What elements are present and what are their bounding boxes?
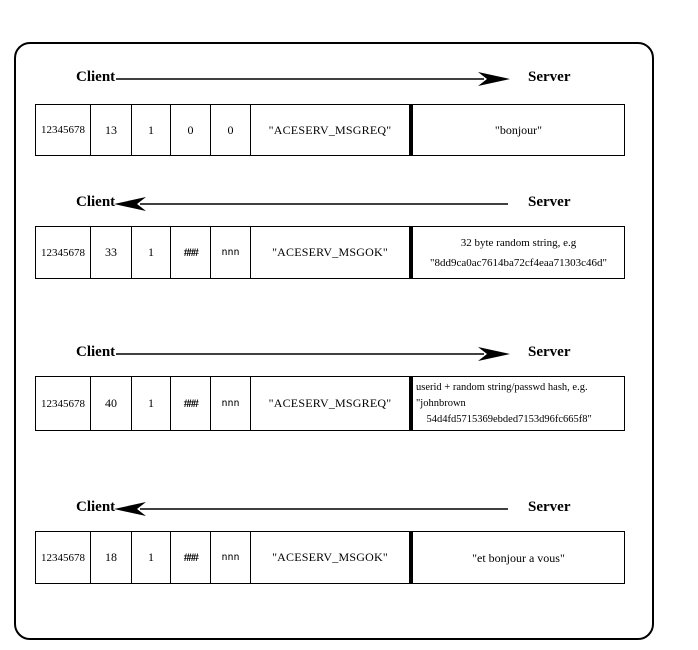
field-magic: 12345678 bbox=[36, 227, 91, 278]
field-msgtype: "ACESERV_MSGOK" bbox=[272, 550, 388, 564]
field-version: 1 bbox=[132, 227, 171, 278]
direction-row-4: Client Server bbox=[0, 499, 698, 519]
message-table-1: 12345678 13 1 0 0 "ACESERV_MSGREQ" "bonj… bbox=[35, 104, 625, 156]
field-arg2: nnn bbox=[211, 227, 251, 278]
field-payload: "et bonjour a vous" bbox=[409, 532, 624, 583]
field-length: 40 bbox=[91, 377, 132, 430]
field-msgtype: "ACESERV_MSGOK" bbox=[272, 245, 388, 259]
message-table-4: 12345678 18 1 ### nnn "ACESERV_MSGOK" "e… bbox=[35, 531, 625, 584]
arrow-left-icon bbox=[114, 197, 508, 211]
field-magic: 12345678 bbox=[36, 105, 91, 155]
client-label: Client bbox=[76, 499, 116, 515]
field-length: 18 bbox=[91, 532, 132, 583]
payload-line: "johnbrown bbox=[416, 397, 466, 409]
field-version: 1 bbox=[132, 377, 171, 430]
server-label: Server bbox=[528, 69, 571, 85]
payload-line: 54d4fd5715369ebded7153d96fc665f8" bbox=[416, 413, 592, 425]
payload-line: "et bonjour a vous" bbox=[472, 550, 565, 565]
field-version: 1 bbox=[132, 532, 171, 583]
arrow-right-icon bbox=[116, 347, 510, 361]
payload-line: 32 byte random string, e.g bbox=[460, 236, 577, 249]
field-payload: userid + random string/passwd hash, e.g.… bbox=[409, 377, 624, 430]
client-label: Client bbox=[76, 194, 116, 210]
field-msgtype: "ACESERV_MSGREQ" bbox=[268, 122, 392, 137]
server-label: Server bbox=[528, 499, 571, 515]
server-label: Server bbox=[528, 344, 571, 360]
direction-row-3: Client Server bbox=[0, 344, 698, 364]
field-arg2: nnn bbox=[211, 377, 251, 430]
payload-line: userid + random string/passwd hash, e.g. bbox=[416, 381, 588, 393]
field-payload: 32 byte random string, e.g "8dd9ca0ac761… bbox=[409, 227, 624, 278]
direction-row-1: Client Server bbox=[0, 69, 698, 89]
server-label: Server bbox=[528, 194, 571, 210]
message-table-2: 12345678 33 1 ### nnn "ACESERV_MSGOK" 32… bbox=[35, 226, 625, 279]
field-magic: 12345678 bbox=[36, 377, 91, 430]
field-arg2: nnn bbox=[211, 532, 251, 583]
field-arg2: 0 bbox=[211, 105, 251, 155]
payload-line: "bonjour" bbox=[494, 123, 543, 137]
field-magic: 12345678 bbox=[36, 532, 91, 583]
direction-row-2: Client Server bbox=[0, 194, 698, 214]
client-label: Client bbox=[76, 344, 116, 360]
field-arg1: 0 bbox=[171, 105, 211, 155]
field-length: 13 bbox=[91, 105, 132, 155]
field-payload: "bonjour" bbox=[409, 105, 624, 155]
field-msgtype: "ACESERV_MSGREQ" bbox=[268, 396, 392, 410]
client-label: Client bbox=[76, 69, 116, 85]
arrow-right-icon bbox=[116, 72, 510, 86]
field-arg1: ### bbox=[171, 227, 211, 278]
field-arg1: ### bbox=[171, 532, 211, 583]
message-table-3: 12345678 40 1 ### nnn "ACESERV_MSGREQ" u… bbox=[35, 376, 625, 431]
field-version: 1 bbox=[132, 105, 171, 155]
arrow-left-icon bbox=[114, 502, 508, 516]
field-arg1: ### bbox=[171, 377, 211, 430]
payload-line: "8dd9ca0ac7614ba72cf4eaa71303c46d" bbox=[430, 256, 607, 269]
field-length: 33 bbox=[91, 227, 132, 278]
